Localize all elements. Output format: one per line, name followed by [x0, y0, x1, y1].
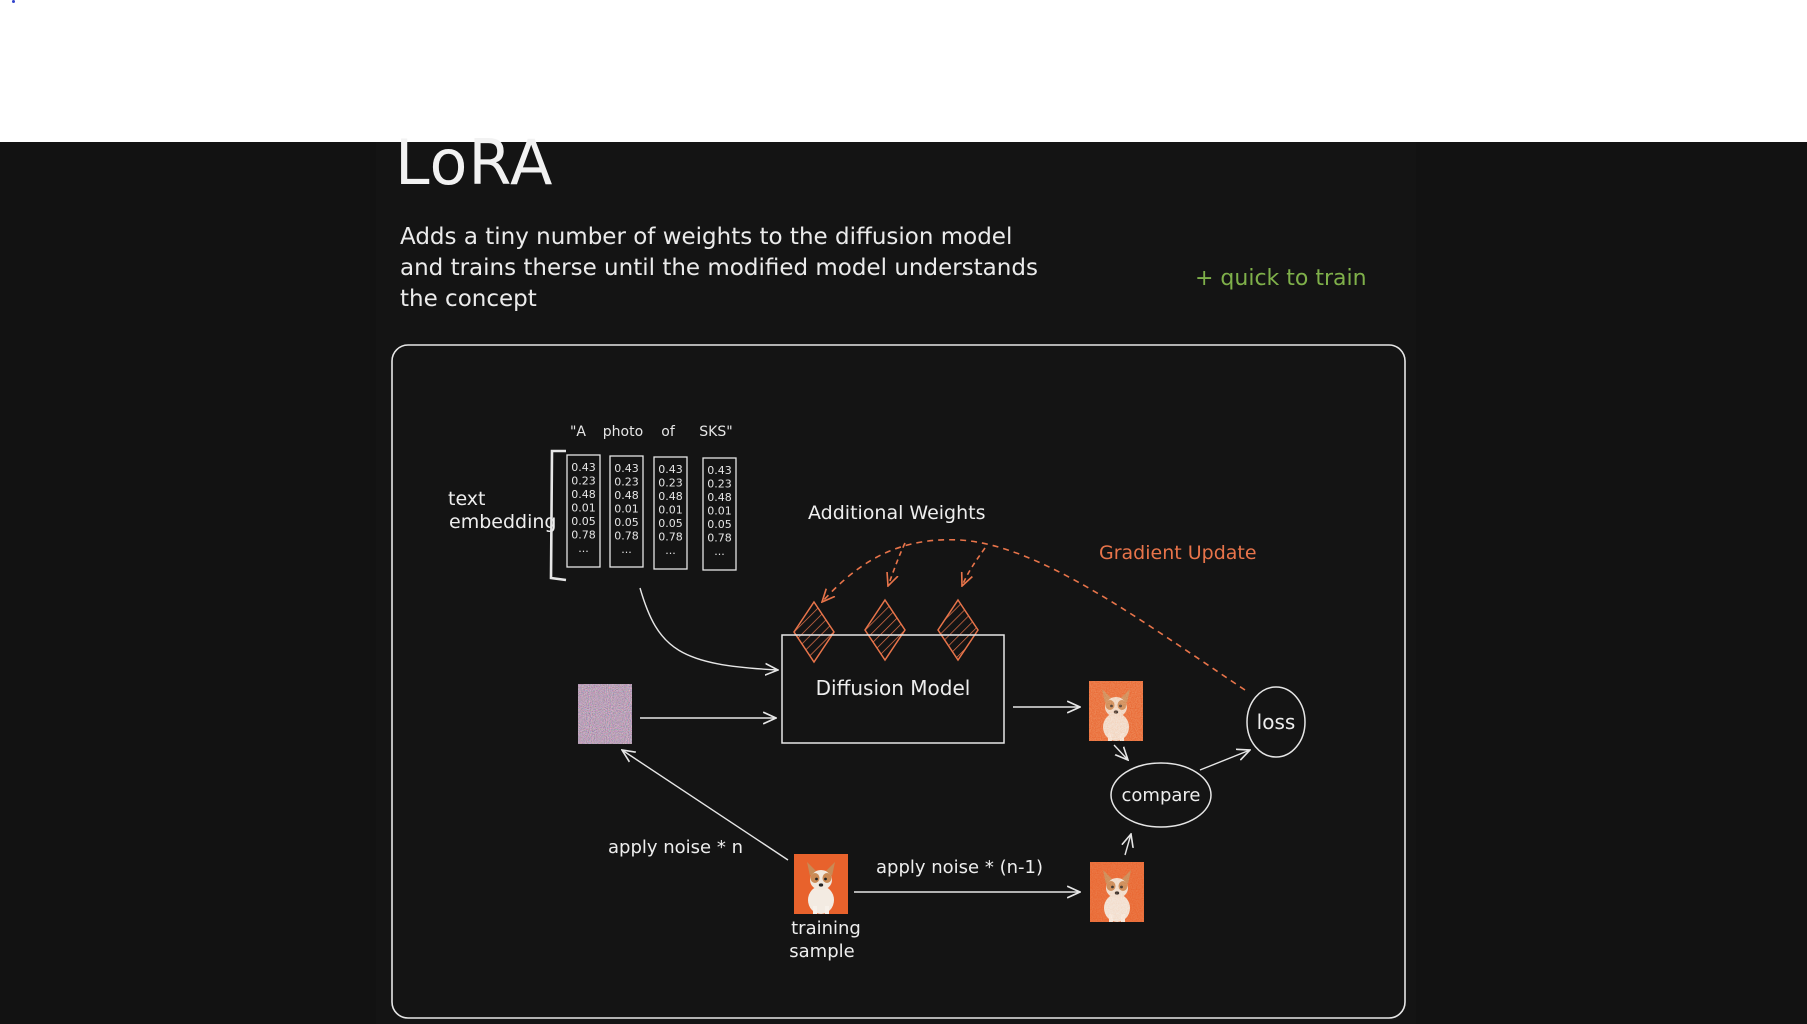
tiny-dot — [12, 0, 15, 3]
gradient-update-label: Gradient Update — [1099, 542, 1257, 564]
embedding-value: 0.23 — [571, 475, 596, 488]
slide-subtitle: Adds a tiny number of weights to the dif… — [400, 222, 1100, 315]
embedding-to-model-arrow — [639, 587, 778, 670]
embedding-value: 0.01 — [658, 504, 683, 517]
embedding-value: 0.43 — [614, 462, 639, 475]
prompt-token: "A — [570, 424, 586, 440]
noise-texture — [578, 684, 632, 744]
embedding-column — [609, 455, 644, 568]
embedding-value: 0.48 — [614, 489, 639, 502]
embedding-value: 0.23 — [658, 477, 683, 490]
embedding-value: 0.01 — [571, 502, 596, 515]
embedding-value: 0.78 — [571, 529, 596, 542]
prompt-token: of — [661, 424, 676, 440]
embedding-value: 0.48 — [707, 491, 732, 504]
training-sample-image — [794, 854, 848, 914]
training-sample-label-line: training — [791, 918, 861, 939]
embedding-value: 0.01 — [707, 505, 732, 518]
additional-weights-label: Additional Weights — [808, 502, 986, 524]
lora-weight-diamond — [864, 598, 906, 662]
embedding-value: 0.23 — [707, 478, 732, 491]
subtitle-line: the concept — [400, 286, 537, 312]
embedding-value: ... — [621, 543, 632, 556]
predicted-image — [1089, 681, 1143, 741]
embedding-value: ... — [714, 545, 725, 558]
embedding-value: 0.78 — [707, 532, 732, 545]
embedding-label-line: text — [448, 488, 486, 510]
embedding-vectors: 0.430.230.480.010.050.78...0.430.230.480… — [566, 454, 737, 571]
embedding-value: 0.78 — [658, 531, 683, 544]
embedding-value: ... — [665, 544, 676, 557]
embedding-value: 0.78 — [614, 530, 639, 543]
target-image — [1090, 862, 1144, 922]
prompt-token: SKS" — [699, 424, 732, 440]
diffusion-model-label: Diffusion Model — [816, 676, 971, 700]
embedding-value: 0.05 — [571, 515, 596, 528]
training-sample-label-line: sample — [789, 941, 854, 962]
embedding-value: 0.43 — [571, 461, 596, 474]
compare-to-loss-arrow — [1199, 750, 1250, 771]
subtitle-line: and trains therse until the modified mod… — [400, 255, 1038, 281]
target-to-compare-arrow — [1125, 834, 1131, 856]
embedding-value: 0.01 — [614, 503, 639, 516]
embedding-value: 0.43 — [707, 464, 732, 477]
embedding-label-line: embedding — [449, 511, 556, 533]
embedding-value: 0.23 — [614, 476, 639, 489]
apply-noise-n1-label: apply noise * (n-1) — [876, 857, 1043, 878]
embedding-bracket — [549, 449, 567, 582]
loss-label: loss — [1257, 710, 1296, 734]
diagram-frame — [391, 344, 1406, 1019]
embedding-column — [566, 454, 601, 568]
predicted-to-compare-arrow — [1113, 744, 1128, 760]
embedding-value: 0.05 — [658, 517, 683, 530]
embedding-value: 0.48 — [571, 488, 596, 501]
embedding-value: 0.48 — [658, 490, 683, 503]
embedding-value: 0.05 — [707, 518, 732, 531]
gradient-update-arrow — [822, 538, 1246, 691]
gradient-update-arrow — [962, 547, 986, 586]
pro-note: + quick to train — [1195, 266, 1367, 291]
diffusion-model-box — [781, 634, 1005, 744]
compare-node — [1110, 762, 1212, 828]
subtitle-line: Adds a tiny number of weights to the dif… — [400, 224, 1013, 250]
embedding-column — [653, 456, 688, 570]
prompt-token: photo — [603, 424, 643, 440]
apply-noise-n-arrow — [622, 750, 789, 861]
embedding-value: 0.05 — [614, 516, 639, 529]
embedding-value: 0.43 — [658, 463, 683, 476]
loss-node — [1246, 686, 1306, 758]
slide-title: LoRA — [395, 126, 554, 199]
compare-label: compare — [1122, 785, 1201, 806]
embedding-value: ... — [578, 542, 589, 555]
lora-weight-diamond — [793, 600, 835, 664]
apply-noise-n-label: apply noise * n — [608, 837, 743, 858]
lora-weight-diamond — [937, 598, 979, 662]
gradient-update-arrow — [888, 542, 906, 586]
top-blank-area — [0, 0, 1807, 142]
embedding-column — [702, 457, 737, 571]
